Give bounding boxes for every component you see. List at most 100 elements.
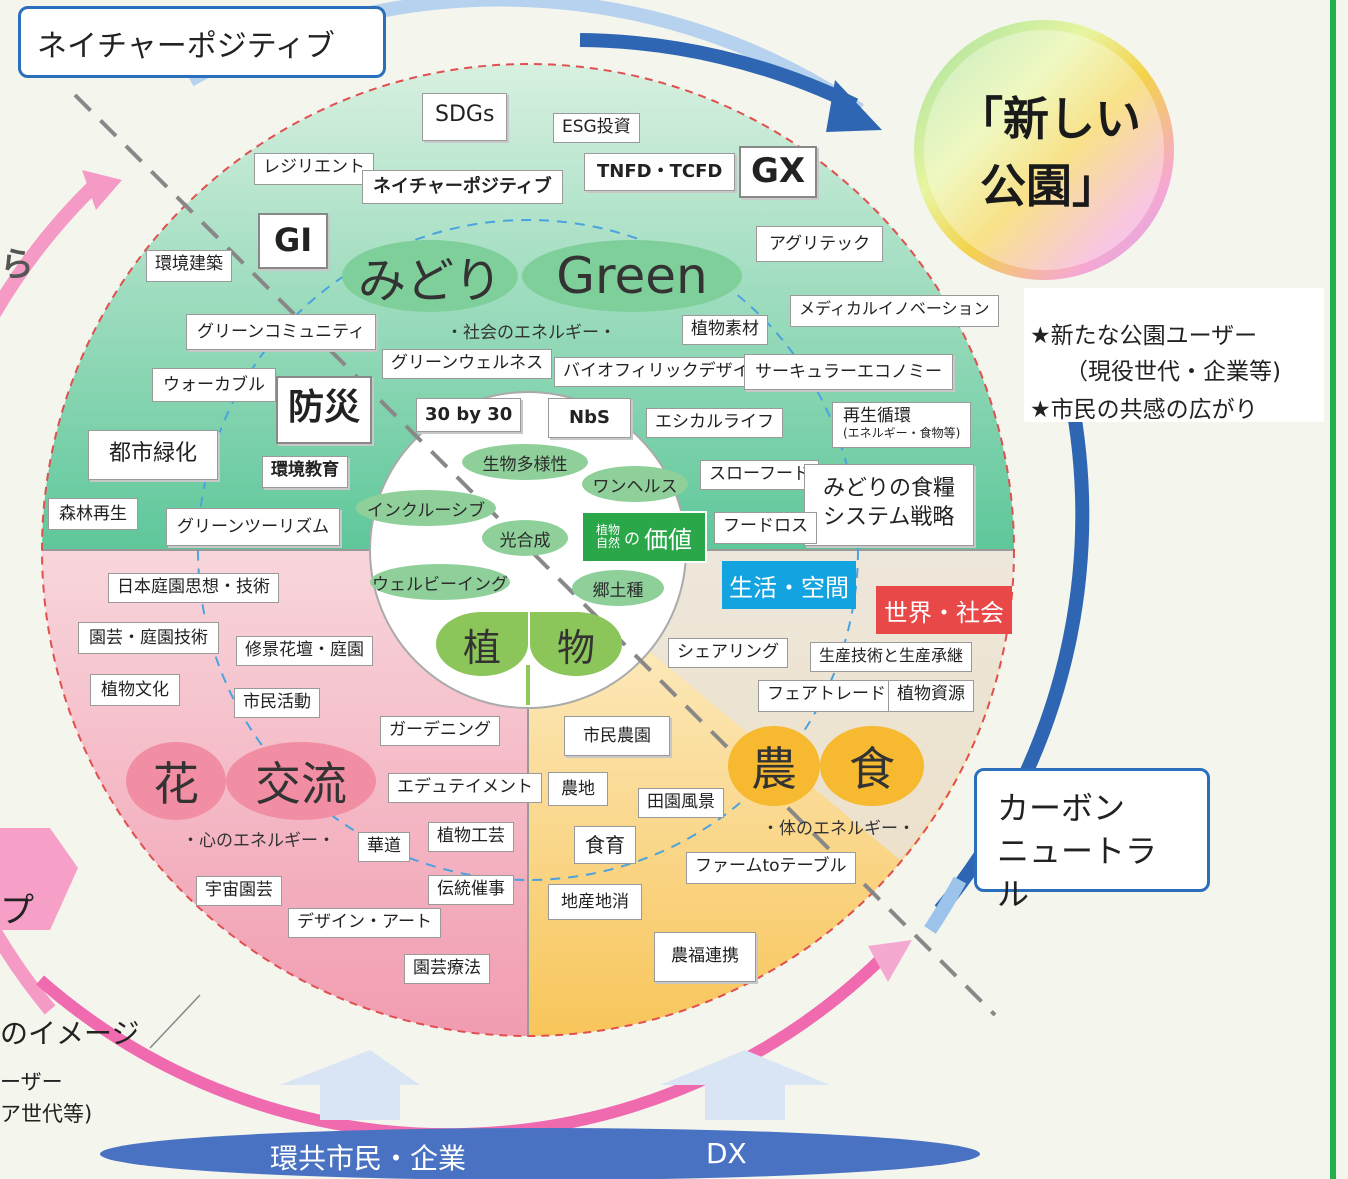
inner-oval-inclusive: インクルーシブ — [356, 490, 496, 526]
tag-gx: GX — [739, 146, 818, 198]
left-pentagon — [0, 828, 78, 930]
note-working-generation: （現役世代・企業等) — [1065, 359, 1281, 385]
tag-circular: サーキュラーエコノミー — [744, 354, 953, 390]
value-label: 価値 — [644, 525, 693, 554]
tag-env-edu: 環境教育 — [262, 456, 348, 488]
plant-char1: 植 — [462, 625, 501, 670]
tag-fairtrade: フェアトレード — [758, 680, 895, 712]
note-new-users: ★新たな公園ユーザー — [1030, 323, 1258, 349]
left-cut-user: ーザー — [0, 1070, 63, 1094]
tag-plant-culture: 植物文化 — [90, 674, 180, 706]
new-park-line2: 公園」 — [980, 158, 1118, 213]
left-cut-senior: ア世代等) — [0, 1102, 93, 1126]
tag-30by30: 30 by 30 — [416, 398, 522, 432]
midori-label: みどり — [357, 253, 502, 309]
carbon-line1: カーボン — [997, 789, 1126, 827]
tag-food-strategy: みどりの食糧 システム戦略 — [804, 464, 975, 546]
top-arrowhead-icon — [826, 80, 882, 132]
tag-kado: 華道 — [358, 832, 410, 862]
left-cut-image-label: のイメージ — [0, 1017, 140, 1050]
new-park-circle — [914, 20, 1174, 280]
tag-local: 地産地消 — [548, 884, 642, 920]
plant-leaf-left: 植 — [436, 612, 528, 676]
tag-plant-material: 植物素材 — [682, 315, 768, 345]
tag-plant-craft: 植物工芸 — [428, 822, 514, 852]
tag-walkable: ウォーカブル — [152, 368, 276, 402]
tag-rural: 田園風景 — [638, 788, 724, 818]
recycle-sublabel: (エネルギー・食物等) — [843, 425, 961, 440]
tag-forest: 森林再生 — [48, 498, 138, 530]
nou-label: 農 — [751, 742, 797, 796]
left-cut-pu: プ — [0, 891, 34, 931]
green-label: Green — [556, 247, 708, 305]
inner-oval-label: ワンヘルス — [592, 476, 678, 497]
tag-design-art: デザイン・アート — [288, 908, 441, 938]
right-notes-box — [1024, 288, 1324, 422]
tag-shokuiku: 食育 — [574, 826, 636, 864]
tag-bousai: 防災 — [276, 376, 373, 444]
social-energy-label: ・社会のエネルギー・ — [446, 323, 616, 343]
tag-sdgs: SDGs — [422, 93, 508, 141]
inner-oval-photosynthesis: 光合成 — [482, 520, 568, 556]
body-energy-label: ・体のエネルギー・ — [762, 819, 915, 839]
tag-citizen-farm: 市民農園 — [564, 716, 670, 756]
tag-horticulture: 園芸・庭園技術 — [78, 622, 219, 654]
tag-recycle: 再生循環 (エネルギー・食物等) — [832, 402, 972, 448]
bottom-up-arrow-right — [660, 1050, 830, 1085]
tag-env-arch: 環境建築 — [146, 250, 232, 282]
inner-oval-label: 生物多様性 — [482, 454, 568, 475]
nature-positive-callout-text: ネイチャーポジティブ — [37, 29, 335, 64]
new-park-line1: 「新しい — [957, 92, 1141, 146]
inner-oval-label: 光合成 — [499, 530, 551, 551]
hana-ellipse: 花 — [126, 742, 226, 820]
inner-oval-biodiversity: 生物多様性 — [462, 444, 588, 480]
tag-therapy: 園芸療法 — [404, 954, 490, 984]
tag-agritech: アグリテック — [756, 226, 884, 262]
band-citizens-label: 環共市民・企業 — [270, 1142, 467, 1175]
tag-ethical: エシカルライフ — [646, 408, 783, 438]
tag-farmland: 農地 — [548, 772, 608, 806]
band-dx-label: DX — [706, 1137, 747, 1170]
tag-esg: ESG投資 — [553, 113, 640, 143]
koryu-label: 交流 — [255, 757, 347, 811]
living-space-label: 生活・空間 — [729, 573, 849, 602]
left-arrowhead-icon — [82, 170, 122, 210]
food-strategy-line2: システム戦略 — [823, 504, 955, 530]
world-society-label: 世界・社会 — [884, 598, 1004, 627]
tag-flowerbed: 修景花壇・庭園 — [236, 636, 373, 666]
tag-space-garden: 宇宙園芸 — [196, 876, 282, 906]
recycle-label: 再生循環 — [843, 406, 911, 426]
tag-nbs: NbS — [548, 398, 631, 438]
tag-tnfd: TNFD・TCFD — [584, 153, 736, 191]
bottom-arrowhead-icon — [868, 940, 912, 982]
left-arc-arrow — [0, 174, 105, 1015]
carbon-line2: ニュートラル — [997, 832, 1158, 914]
tag-farm-to-table: ファームtoテーブル — [686, 852, 856, 884]
inner-oval-wellbeing: ウェルビーイング — [370, 564, 510, 600]
inner-oval-label: 郷土種 — [592, 580, 644, 601]
outer-dashed-ring — [41, 63, 1015, 1037]
tag-plant-resource: 植物資源 — [888, 680, 974, 712]
tag-edutainment: エデュテイメント — [388, 773, 542, 803]
hana-label: 花 — [153, 757, 199, 811]
food-strategy-line1: みどりの食糧 — [823, 476, 956, 501]
living-space-box: 生活・空間 — [722, 561, 856, 609]
new-park-title: 「新しい 公園」 — [944, 86, 1154, 219]
shoku-ellipse: 食 — [820, 726, 924, 806]
tag-gi: GI — [258, 213, 329, 269]
heart-energy-label: ・心のエネルギー・ — [182, 831, 335, 851]
tag-agri-welfare: 農福連携 — [654, 932, 756, 982]
tag-green-community: グリーンコミュニティ — [186, 314, 377, 350]
carbon-neutral-callout: カーボン ニュートラル — [974, 768, 1210, 913]
nature-positive-callout: ネイチャーポジティブ — [18, 6, 386, 78]
plant-char2: 物 — [556, 625, 595, 670]
inner-oval-label: インクルーシブ — [366, 500, 486, 521]
tag-tradition: 伝統催事 — [428, 875, 514, 905]
shoku-label: 食 — [849, 742, 895, 796]
tag-green-tourism: グリーンツーリズム — [166, 508, 341, 546]
value-small: 植物自然 — [595, 522, 620, 550]
tag-japanese-garden: 日本庭園思想・技術 — [108, 573, 279, 603]
world-society-box: 世界・社会 — [876, 586, 1012, 634]
tag-food-loss: フードロス — [714, 512, 817, 544]
tag-nature-positive: ネイチャーポジティブ — [362, 170, 563, 204]
